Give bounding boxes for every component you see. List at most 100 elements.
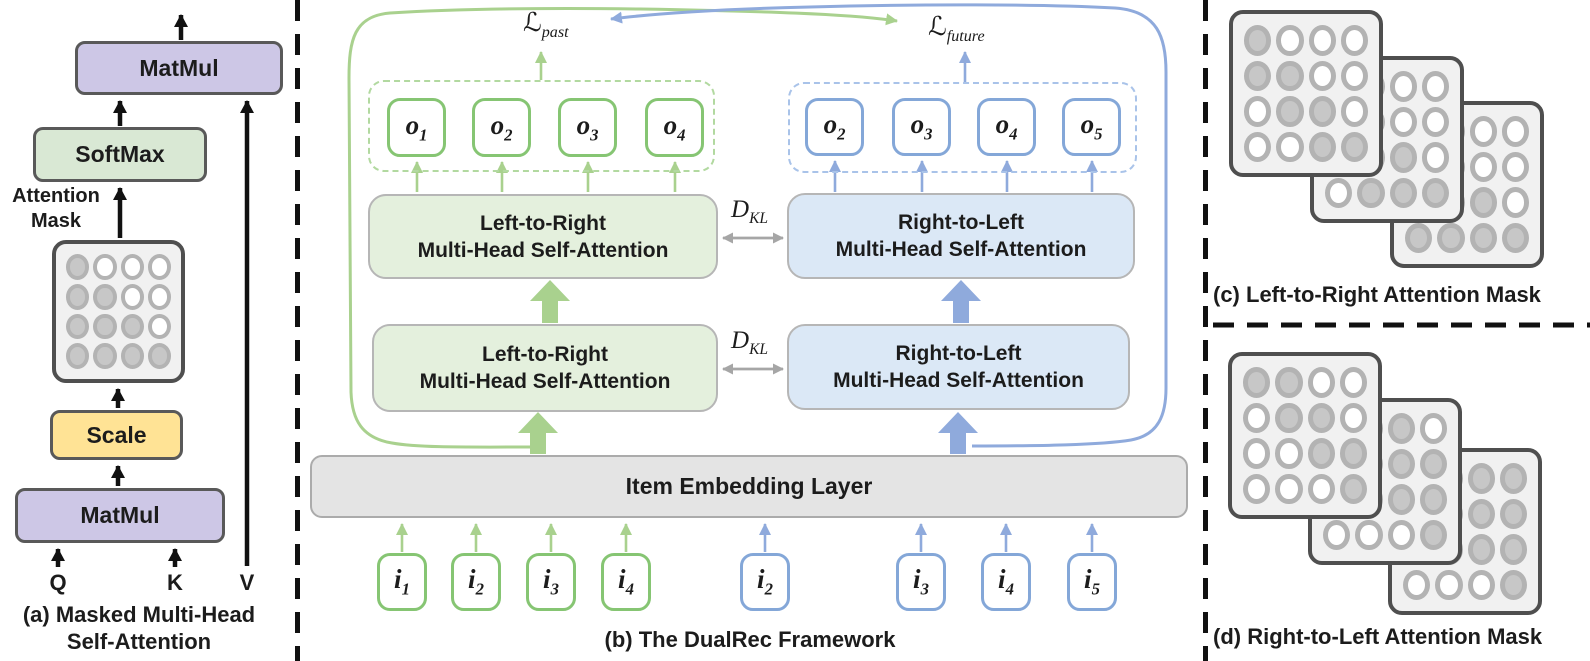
input-node-i2-right: i2: [740, 553, 790, 611]
input-node-i5-right: i5: [1067, 553, 1117, 611]
mask-cell-masked: [1276, 131, 1304, 162]
l2r-lower-line2: Multi-Head Self-Attention: [419, 370, 671, 393]
mask-cell-masked: [93, 254, 117, 280]
r2l-attention-lower: Right-to-Left Multi-Head Self-Attention: [787, 324, 1130, 410]
dkl-label-upper: DKL: [731, 196, 769, 227]
mask-cell-attend: [1499, 498, 1527, 529]
mask-cell-attend: [1469, 187, 1497, 218]
mask-cell-attend: [1308, 96, 1336, 127]
mask-cell-attend: [1389, 142, 1417, 173]
r2l-upper-line2: Multi-Head Self-Attention: [835, 238, 1087, 261]
matmul-bottom-label: MatMul: [80, 502, 160, 528]
loss-past-base: ℒ: [523, 8, 542, 38]
mask-cell-attend: [1501, 222, 1529, 253]
right-outputs-container: [788, 82, 1137, 173]
loss-future-base: ℒ: [928, 12, 947, 42]
mask-cell-attend: [1467, 534, 1495, 565]
output-node-o5-right: o5: [1062, 98, 1121, 156]
softmax-box: SoftMax: [33, 127, 207, 182]
mask-cell-masked: [1340, 96, 1368, 127]
l2r-upper-line2: Multi-Head Self-Attention: [417, 238, 669, 262]
mask-cell-attend: [93, 283, 117, 310]
r2l-lower-line1: Right-to-Left: [895, 342, 1022, 365]
thick-green-arrow-lower: [518, 412, 558, 454]
panel-c-caption: (c) Left-to-Right Attention Mask: [1213, 282, 1541, 307]
mask-cell-masked: [1340, 25, 1368, 56]
mask-cell-attend: [66, 313, 90, 340]
mask-cell-masked: [147, 313, 171, 340]
mask-cell-attend: [66, 283, 90, 310]
mask-cell-attend: [1389, 177, 1417, 208]
mask-cell-attend: [1307, 438, 1335, 469]
mask-cell-masked: [1243, 402, 1271, 433]
mask-cell-masked: [1323, 519, 1351, 550]
output-node-o4: o4: [645, 98, 704, 157]
scale-label: Scale: [86, 421, 147, 448]
mask-cell-masked: [1275, 438, 1303, 469]
item-embedding-layer: Item Embedding Layer: [310, 455, 1188, 518]
mask-cell-attend: [120, 343, 144, 369]
q-label: Q: [49, 570, 67, 595]
mask-cell-attend: [1357, 177, 1385, 208]
mask-cell-attend: [1387, 484, 1415, 515]
panel-a-caption-line1: (a) Masked Multi-Head: [22, 602, 256, 627]
scale-box: Scale: [50, 410, 183, 460]
mask-cell-attend: [1419, 484, 1447, 515]
mask-cell-attend: [1387, 448, 1415, 479]
mask-cell-attend: [93, 343, 117, 369]
mask-cell-masked: [1276, 25, 1304, 56]
r2l-upper-line1: Right-to-Left: [898, 211, 1024, 234]
mask-cell-attend: [1467, 498, 1495, 529]
mask-cell-masked: [1275, 473, 1303, 504]
loss-future-label: ℒfuture: [928, 12, 985, 46]
r2l-lower-line2: Multi-Head Self-Attention: [833, 369, 1084, 392]
mask-cell-masked: [1308, 60, 1336, 91]
output-node-o2: o2: [472, 98, 531, 157]
mask-cell-attend: [1405, 222, 1433, 253]
mask-cell-masked: [1387, 519, 1415, 550]
l2r-attention-lower: Left-to-Right Multi-Head Self-Attention: [372, 324, 718, 412]
output-node-o1: o1: [387, 98, 446, 157]
mask-cell-attend: [1467, 463, 1495, 494]
attention-mask-label: Attention Mask: [0, 184, 112, 234]
mask-cell-attend: [1499, 534, 1527, 565]
l2r-upper-line1: Left-to-Right: [480, 211, 606, 235]
mask-cell-masked: [1307, 473, 1335, 504]
mask-cell-attend: [1244, 60, 1272, 91]
mask-cell-attend: [93, 313, 117, 340]
output-node-o4-right: o4: [977, 98, 1036, 156]
mask-cell-masked: [1501, 116, 1529, 147]
mask-cell-masked: [147, 254, 171, 280]
mask-cell-masked: [1355, 519, 1383, 550]
softmax-label: SoftMax: [75, 141, 165, 167]
mask-cell-attend: [1499, 463, 1527, 494]
panel-a-caption: (a) Masked Multi-Head Self-Attention: [8, 601, 270, 655]
mask-cell-masked: [1308, 25, 1336, 56]
item-embedding-label: Item Embedding Layer: [625, 473, 873, 499]
mask-cell-masked: [1469, 151, 1497, 182]
mask-cell-attend: [1387, 413, 1415, 444]
mask-cell-attend: [147, 343, 171, 369]
mask-cell-attend: [66, 343, 90, 369]
mask-cell-masked: [1501, 151, 1529, 182]
mask-cell-attend: [1469, 222, 1497, 253]
left-outputs-container: [368, 80, 715, 172]
mask-cell-attend: [1437, 222, 1465, 253]
mask-cell-masked: [1243, 473, 1271, 504]
mask-cell-masked: [1389, 106, 1417, 137]
mask-cell-masked: [1419, 413, 1447, 444]
output-node-o2-right: o2: [805, 98, 864, 156]
mask-cell-masked: [120, 254, 144, 280]
l2r-lower-line1: Left-to-Right: [482, 343, 608, 366]
mask-cell-masked: [1421, 71, 1449, 102]
thick-green-arrow-upper: [530, 280, 570, 323]
panel-a-caption-line2: Self-Attention: [66, 629, 212, 654]
dkl-label-lower: DKL: [731, 327, 769, 358]
l2r-attention-upper: Left-to-Right Multi-Head Self-Attention: [368, 194, 718, 279]
mask-cell-attend: [1307, 402, 1335, 433]
mask-cell-attend: [1340, 131, 1368, 162]
loss-past-label: ℒpast: [523, 8, 569, 42]
input-node-i1: i1: [377, 553, 427, 611]
input-node-i3: i3: [526, 553, 576, 611]
mask-cell-attend: [1276, 96, 1304, 127]
